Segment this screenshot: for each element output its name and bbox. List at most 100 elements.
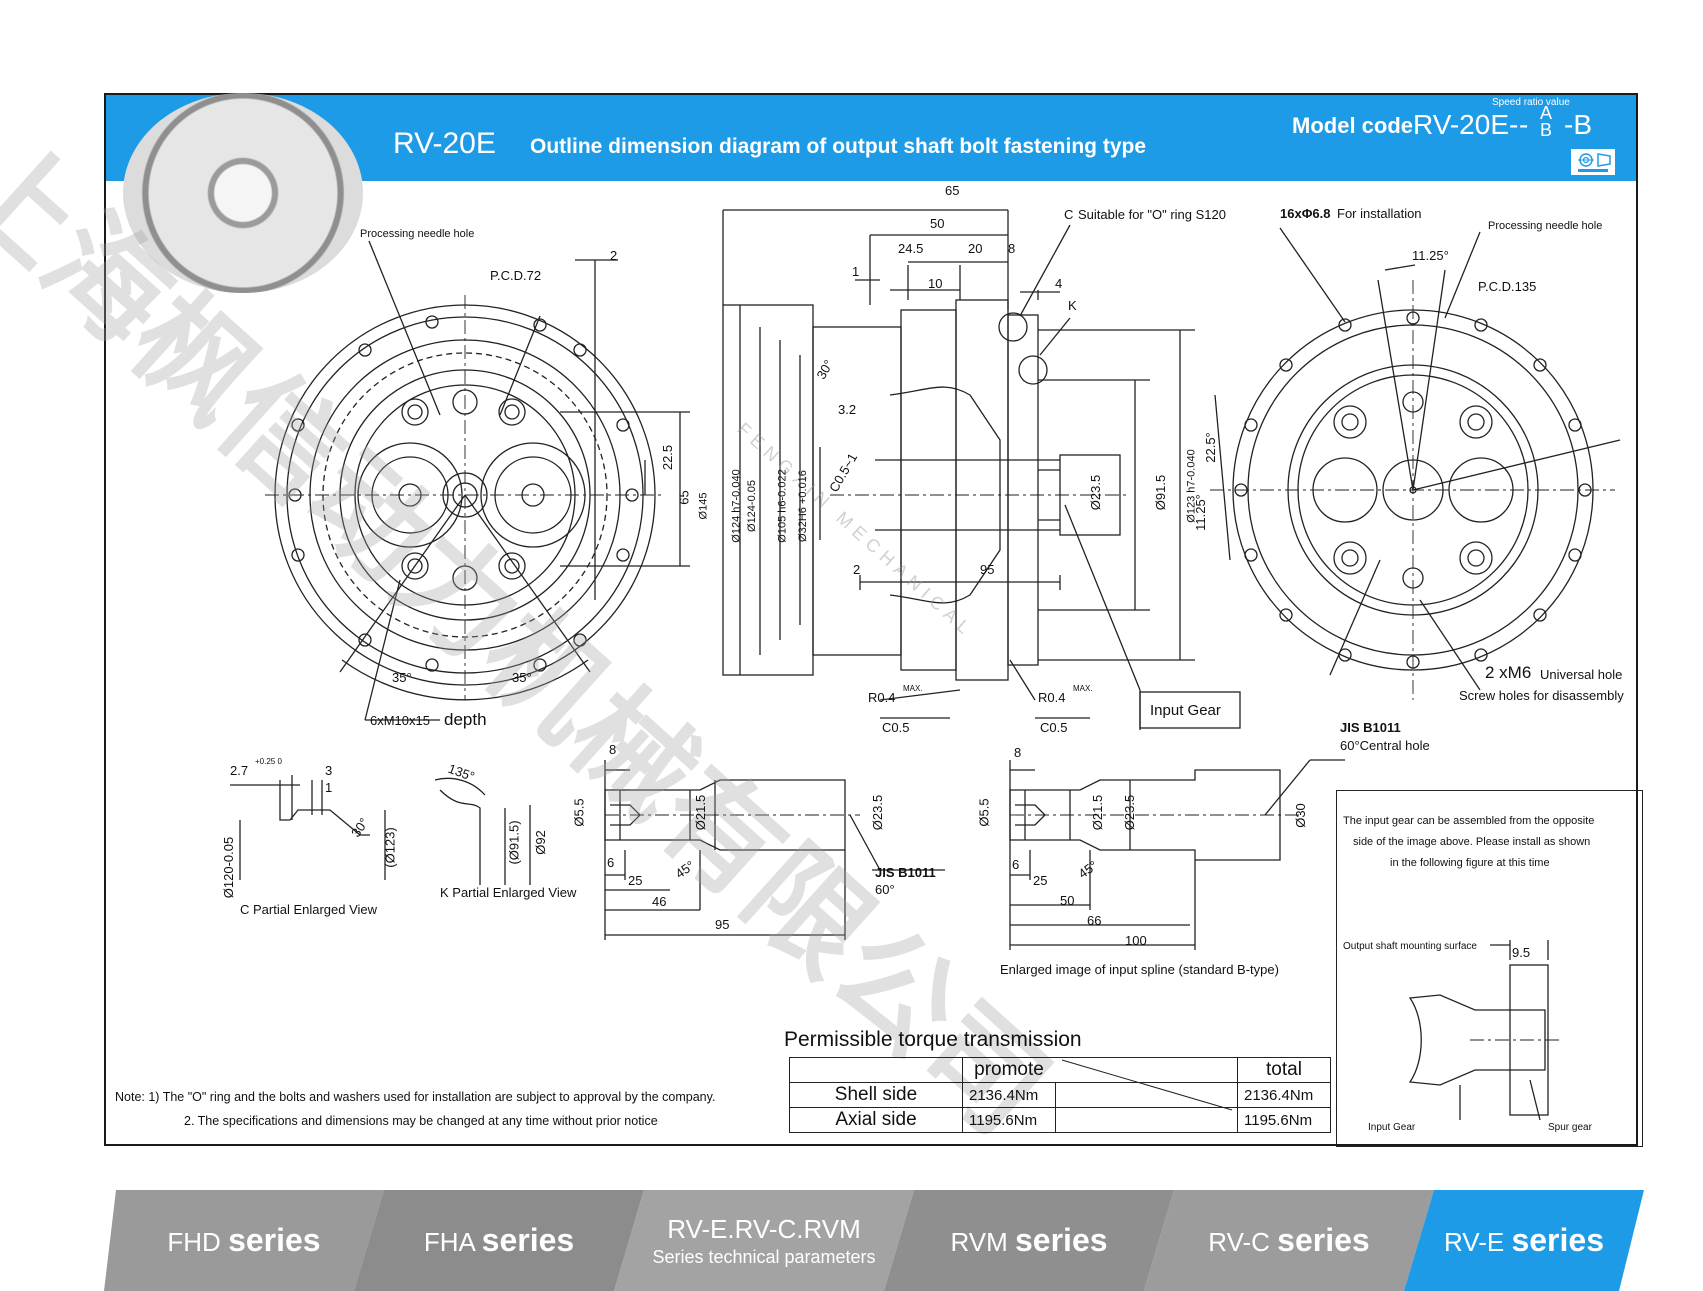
c-view-tol: +0.25 0 (255, 757, 282, 766)
torque-row-spacer (1054, 1082, 1238, 1108)
tab-rvc-prefix: RV-C (1208, 1227, 1270, 1257)
inset-dim-9-5: 9.5 (1512, 945, 1531, 960)
rear-universal-hole-count: 2 xM6 (1485, 663, 1532, 682)
tab-fhd-series[interactable]: FHD series (104, 1190, 384, 1291)
side-dim-2-bottom: 2 (853, 562, 861, 577)
front-needle-hole-label: Processing needle hole (360, 228, 475, 240)
table-row: Shell side 2136.4Nm 2136.4Nm (789, 1082, 1331, 1108)
torque-title: Permissible torque transmission (784, 1028, 1082, 1051)
model-code-dash: - (1519, 109, 1529, 140)
tab-fha-series[interactable]: FHA series (354, 1190, 644, 1291)
side-dim-3-2: 3.2 (838, 402, 857, 417)
tab-rv-tech-line2: Series technical parameters (652, 1246, 876, 1267)
side-dim-20: 20 (968, 241, 983, 256)
rear-angle-22-5: 22.5° (1202, 432, 1218, 463)
c-partial-view (230, 775, 386, 880)
model-title: RV-20E (393, 127, 496, 160)
front-holes-depth: depth (444, 710, 487, 729)
spline-a-jis: JIS B1011 (875, 865, 936, 880)
tab-rvm-series[interactable]: RVM series (884, 1190, 1174, 1291)
spline-b-dim-100: 100 (1125, 933, 1147, 948)
torque-row-promote: 2136.4Nm (962, 1082, 1056, 1108)
spline-a-dim-8: 8 (609, 742, 617, 757)
spline-view-a (604, 760, 945, 940)
model-code-b: B (1539, 120, 1552, 140)
rear-angle-11-25-top: 11.25° (1412, 248, 1449, 263)
table-row: Axial side 1195.6Nm 1195.6Nm (789, 1107, 1331, 1133)
side-dia-124-h7: Ø124 h7-0.040 (730, 469, 743, 543)
model-code-value: RV-20E- (1413, 109, 1519, 140)
side-input-gear-label: Input Gear (1150, 702, 1221, 719)
spline-b-jis-text: 60°Central hole (1340, 738, 1430, 753)
model-code-label: Model code (1292, 113, 1414, 138)
c-view-caption: C Partial Enlarged View (240, 902, 378, 917)
spline-b-dim-66: 66 (1087, 913, 1102, 928)
side-k-label: K (1068, 298, 1077, 313)
drawing-sheet: RV-20E Outline dimension diagram of outp… (104, 93, 1638, 1146)
side-dia-105: Ø105 h6-0.022 (776, 469, 789, 543)
torque-header-empty (789, 1057, 963, 1083)
side-dim-65: 65 (945, 183, 960, 198)
tab-rv-tech-line1: RV-E.RV-C.RVM (667, 1213, 861, 1244)
c-view-dia-123: (Ø123) (382, 827, 398, 868)
rear-pcd-label: P.C.D.135 (1478, 279, 1537, 294)
projection-symbol-icon (1571, 149, 1615, 175)
diagram-description: Outline dimension diagram of output shaf… (530, 135, 1147, 158)
front-dim-65: 65 (676, 490, 692, 505)
front-holes-label: 6xM10x15 (370, 713, 430, 728)
torque-row-total: 2136.4Nm (1237, 1082, 1331, 1108)
torque-row-label: Shell side (789, 1082, 963, 1108)
inset-surface-label: Output shaft mounting surface (1343, 941, 1477, 952)
side-r04-left: R0.4 (868, 690, 896, 705)
torque-row-label: Axial side (789, 1107, 963, 1133)
spline-a-dia-5-5: Ø5.5 (571, 798, 587, 827)
torque-row-spacer (1054, 1107, 1238, 1133)
tab-rvc-series[interactable]: RV-C series (1144, 1190, 1434, 1291)
spline-a-dim-46: 46 (652, 894, 667, 909)
side-dim-95: 95 (980, 562, 995, 577)
spline-a-dim-95: 95 (715, 917, 730, 932)
torque-header-total: total (1237, 1057, 1331, 1083)
spline-b-dim-50: 50 (1060, 893, 1075, 908)
tab-fhd-suffix: series (228, 1222, 321, 1258)
side-dim-4: 4 (1055, 276, 1063, 291)
side-c05-left: C0.5 (882, 720, 910, 735)
front-dim-2: 2 (610, 248, 618, 263)
front-pcd-label: P.C.D.72 (490, 268, 542, 283)
tab-rve-suffix: series (1511, 1222, 1604, 1258)
spline-a-dia-23-5: Ø23.5 (870, 794, 886, 831)
side-r04-left-max: MAX. (903, 684, 923, 693)
tab-rvm-label: RVM series (950, 1222, 1107, 1259)
torque-header-promote: promote (962, 1057, 1055, 1083)
tab-rvm-prefix: RVM (950, 1227, 1008, 1257)
side-dia-145: Ø145 (697, 492, 710, 520)
rear-holes-text: For installation (1337, 206, 1422, 221)
speed-ratio-note: Speed ratio value (1492, 97, 1570, 108)
inset-text-line1: The input gear can be assembled from the… (1343, 815, 1595, 827)
spline-a-dim-6: 6 (607, 855, 615, 870)
tab-rve-label: RV-E series (1444, 1222, 1604, 1259)
tab-rvc-label: RV-C series (1208, 1222, 1369, 1259)
c-view-dia-120: Ø120-0.05 (221, 836, 237, 899)
c-view-dim-2-7: 2.7 (230, 763, 249, 778)
side-dia-91-5: Ø91.5 (1153, 474, 1169, 511)
front-dim-22-5: 22.5 (660, 444, 676, 471)
side-dim-10: 10 (928, 276, 943, 291)
title-banner: RV-20E Outline dimension diagram of outp… (106, 95, 1636, 181)
torque-header-spacer (1055, 1057, 1238, 1083)
projection-symbol-svg (1578, 153, 1611, 172)
tab-rve-series[interactable]: RV-E series (1404, 1190, 1644, 1291)
inset-panel (1336, 790, 1643, 1147)
inset-sketch (1408, 940, 1560, 1121)
tab-rv-technical-parameters[interactable]: RV-E.RV-C.RVM Series technical parameter… (614, 1190, 914, 1291)
rear-holes-label: 16xΦ6.8 (1280, 206, 1331, 221)
side-dim-8: 8 (1008, 241, 1016, 256)
series-tab-bar: FHD series FHA series RV-E.RV-C.RVM Seri… (104, 1190, 1644, 1291)
side-dim-1: 1 (852, 264, 860, 279)
spline-b-dia-5-5: Ø5.5 (976, 798, 992, 827)
side-r04-right: R0.4 (1038, 690, 1066, 705)
spline-a-dim-25: 25 (628, 873, 643, 888)
c-view-dim-1: 1 (325, 780, 333, 795)
